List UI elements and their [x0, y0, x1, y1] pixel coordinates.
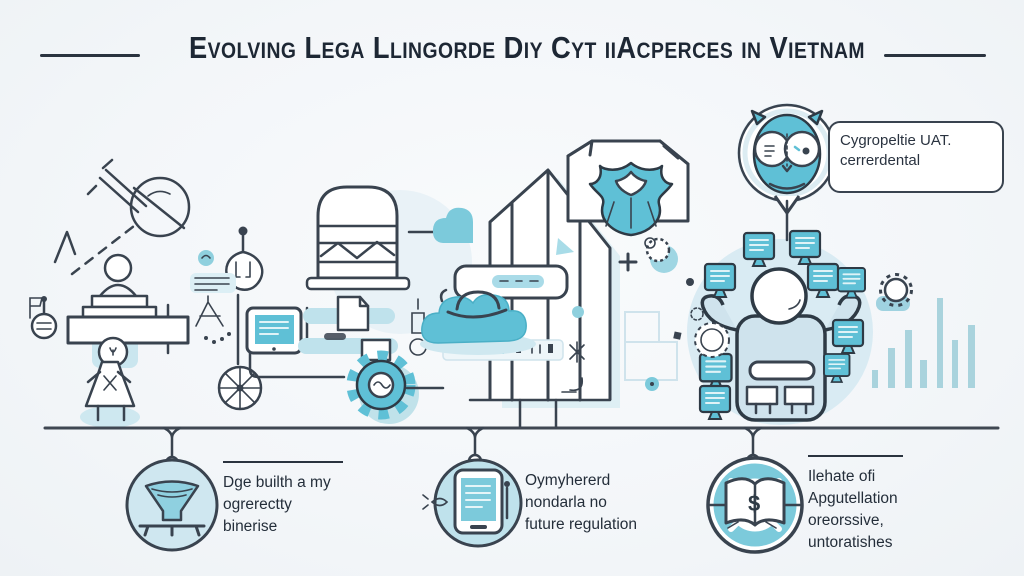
gear-icon: [346, 350, 445, 424]
funnel-press-icon: [125, 458, 219, 552]
bar-chart-icon: [872, 298, 975, 388]
overline: [808, 455, 903, 457]
timeline-3-line-3: oreorssive,: [808, 512, 884, 529]
cloud-icon: [420, 288, 536, 355]
timeline-1-line-2: ogrerectty: [223, 496, 292, 513]
title-rule-right: [884, 54, 986, 57]
spoked-wheel-icon: [217, 365, 263, 411]
chart-gear-icon: [876, 273, 913, 311]
callout-line-2: cerrerdental: [840, 152, 921, 170]
scatter-doodles: [618, 237, 718, 391]
overline: [223, 461, 343, 463]
statue-cart-icon: [66, 253, 190, 368]
pill-rows: [298, 295, 427, 362]
tablet-icon: [245, 306, 309, 355]
timeline-2-line-1: Oymyhererd: [525, 472, 611, 489]
timeline-1-line-1: Dge builth a my: [223, 474, 331, 491]
document-crest-icon: [556, 139, 690, 255]
dress-figure-icon: [80, 360, 140, 428]
timeline-item-3-text: Ilehate ofi Apgutellation oreorssive, un…: [808, 455, 923, 554]
server-cabinet-icon: [305, 185, 411, 291]
peak-doodles: [29, 230, 77, 319]
timeline-item-1-text: Dge builth a my ogrerectty binerise: [223, 461, 358, 538]
svg-text:$: $: [748, 491, 760, 516]
page-title: Evolving Lega Llingorde Diy Cyt iiAcperc…: [189, 30, 865, 65]
timeline-item-2-text: Oymyhererd nondarla no future regulation: [525, 470, 685, 536]
finance-book-icon: $: [706, 456, 804, 554]
timeline-3-line-1: Ilehate ofi: [808, 468, 876, 485]
tablet-document-icon: [422, 458, 523, 548]
list-doodle-icons: [190, 250, 236, 344]
timeline-1-line-3: binerise: [223, 518, 278, 535]
wire-to-gear: [248, 351, 346, 379]
gavel-icon: [86, 158, 191, 238]
callout-line-1: Cygropeltie UAT.: [840, 132, 952, 149]
timeline-3-line-4: untoratishes: [808, 534, 893, 551]
cloudlet-icon: [407, 207, 473, 243]
person-with-monitors-icon: [700, 267, 862, 422]
timeline-2-line-3: future regulation: [525, 516, 638, 533]
bell-icon: [30, 296, 58, 340]
timeline-2-line-2: nondarla no: [525, 494, 607, 511]
spiky-gear-doodles: [690, 307, 730, 358]
owl-callout-box: Cygropeltie UAT. cerrerdental: [828, 121, 1004, 193]
title-rule-left: [40, 54, 140, 57]
timeline-3-line-2: Apgutellation: [808, 490, 898, 507]
title-bar: Evolving Lega Llingorde Diy Cyt iiAcperc…: [0, 16, 1024, 68]
dashed-link: [70, 224, 136, 276]
owl-icon: [737, 103, 837, 252]
